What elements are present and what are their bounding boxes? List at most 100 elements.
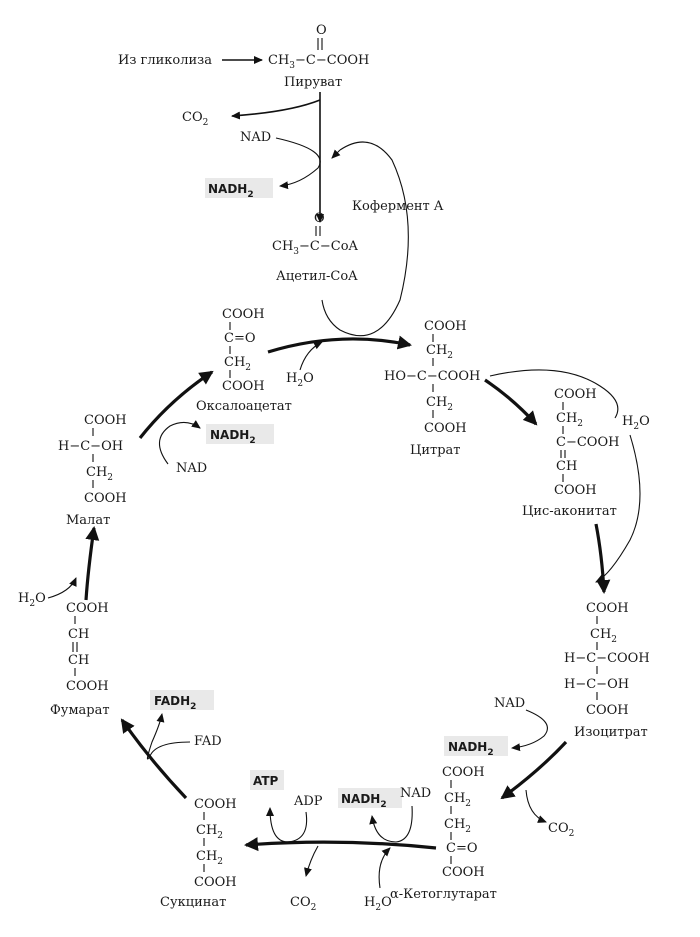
cis-aconitate-ch: CH <box>556 459 577 474</box>
citrate-group: COOH CH2 HO−C−COOH CH2 COOH Цитрат <box>384 319 480 458</box>
isocitrate-name: Изоцитрат <box>574 725 648 740</box>
isocitrate-bottom: COOH <box>586 703 629 718</box>
nadh-highlight-isocitrate <box>444 736 508 756</box>
nad-reduction-arrow-top <box>275 137 321 190</box>
ketoglutarate-keto: C=O <box>446 841 478 856</box>
co2-release-arrow-isocitrate <box>525 789 547 823</box>
ketoglutarate-group: COOH CH2 CH2 C=O COOH α-Кетоглутарат <box>390 765 497 902</box>
malate-line: H−C−OH <box>58 439 123 454</box>
fumarate-ch2: CH <box>68 653 89 668</box>
ketoglutarate-dehydrogenase-arrow <box>244 837 437 852</box>
acetyl-oxygen: O <box>314 211 325 226</box>
water-in-arrow-citrate <box>299 341 323 371</box>
succinate-dehydrogenase-arrow <box>120 718 188 800</box>
cis-aconitate-top: COOH <box>554 387 597 402</box>
nad-malate: NAD <box>176 461 207 476</box>
nad-ketoglutarate: NAD <box>400 786 431 801</box>
cis-aconitate-group: COOH CH2 C−COOH CH COOH Цис-аконитат <box>522 387 619 519</box>
nad-reduction-arrow-isocitrate <box>511 709 548 752</box>
malate-ch2: CH2 <box>86 465 113 483</box>
pyruvate-group: Из гликолиза O CH3−C−COOH Пируват <box>118 23 369 90</box>
cis-aconitate-ch2: CH2 <box>556 411 583 429</box>
acetyl-formula: CH3−C−CoA <box>272 239 359 257</box>
water-loop-out <box>489 369 619 419</box>
pyruvate-oxygen: O <box>316 23 327 38</box>
cis-aconitate-name: Цис-аконитат <box>522 504 617 519</box>
isocitrate-ch2: CH2 <box>590 627 617 645</box>
ketoglutarate-bottom: COOH <box>442 865 485 880</box>
co2-top: CO2 <box>182 110 208 128</box>
nadh-highlight-ketoglutarate <box>338 788 402 808</box>
cis-aconitate-middle: C−COOH <box>556 435 619 450</box>
water-aconitate: H2O <box>622 414 650 432</box>
pyruvate-name: Пируват <box>284 75 342 90</box>
nadh-top: NADH2 <box>208 182 254 200</box>
fumarate-top: COOH <box>66 601 109 616</box>
co2-ketoglutarate: CO2 <box>290 895 316 913</box>
water-loop-in <box>595 434 641 583</box>
acetyl-coa-name: Ацетил-CoA <box>276 269 358 284</box>
from-glycolysis-label: Из гликолиза <box>118 53 212 68</box>
malate-bottom: COOH <box>84 491 127 506</box>
water-citrate: H2O <box>286 371 314 389</box>
nadh-highlight-top <box>205 178 273 198</box>
ketoglutarate-ch2b: CH2 <box>444 817 471 835</box>
oxaloacetate-name: Оксалоацетат <box>196 399 292 414</box>
fad-label: FAD <box>194 734 222 749</box>
citrate-ch2: CH2 <box>426 343 453 361</box>
isocitrate-dehydrogenase-arrow <box>500 740 568 800</box>
nad-isocitrate: NAD <box>494 696 525 711</box>
malate-group: COOH H−C−OH CH2 COOH Малат <box>58 413 127 528</box>
fumarate-group: COOH CH CH COOH Фумарат <box>50 601 110 718</box>
succinate-bottom: COOH <box>194 875 237 890</box>
cis-aconitate-bottom: COOH <box>554 483 597 498</box>
fumarate-ch1: CH <box>68 627 89 642</box>
fadh-label: FADH2 <box>154 694 196 712</box>
fumarate-bottom: COOH <box>66 679 109 694</box>
citrate-top: COOH <box>424 319 467 334</box>
fadh-highlight <box>150 690 214 710</box>
oxaloacetate-line-2: C=O <box>224 331 256 346</box>
phosphorylation-arrow <box>266 807 308 843</box>
nadh-highlight-malate <box>206 424 274 444</box>
co2-release-arrow-top <box>231 99 321 120</box>
nadh-malate: NADH2 <box>210 428 256 446</box>
water-in-arrow-ketoglutarate <box>378 847 391 889</box>
nadh-ketoglutarate: NADH2 <box>341 792 387 810</box>
isocitrate-group: COOH CH2 H−C−COOH H−C−OH COOH Изоцитрат <box>564 601 650 740</box>
coenzyme-a-arrowhead <box>331 149 341 159</box>
malate-dehydrogenase-arrow <box>138 370 214 439</box>
ketoglutarate-ch2a: CH2 <box>444 791 471 809</box>
nadh-isocitrate: NADH2 <box>448 740 494 758</box>
succinate-top: COOH <box>194 797 237 812</box>
oxaloacetate-group: COOH C=O CH2 COOH Оксалоацетат <box>196 307 292 414</box>
malate-name: Малат <box>66 513 110 528</box>
water-ketoglutarate: H2O <box>364 895 392 913</box>
fad-reduction-arrow <box>146 713 191 760</box>
isocitrate-top: COOH <box>586 601 629 616</box>
acetyl-coa-group: O CH3−C−CoA Ацетил-CoA <box>272 211 359 284</box>
co2-release-arrow-ketoglutarate <box>304 845 319 877</box>
citrate-ch2b: CH2 <box>426 395 453 413</box>
oxaloacetate-line-3: CH2 <box>224 355 251 373</box>
atp-highlight <box>250 770 284 790</box>
coenzyme-a-loop <box>321 141 409 337</box>
citrate-synthase-arrow <box>267 335 412 354</box>
ketoglutarate-top: COOH <box>442 765 485 780</box>
atp-label: ATP <box>253 774 279 788</box>
oxaloacetate-line-1: COOH <box>222 307 265 322</box>
aconitase-arrow-2 <box>594 523 611 594</box>
citrate-bottom: COOH <box>424 421 467 436</box>
ketoglutarate-name: α-Кетоглутарат <box>390 887 497 902</box>
nad-reduction-arrow-malate <box>158 420 201 465</box>
adp-label: ADP <box>293 794 323 809</box>
succinate-ch2b: CH2 <box>196 849 223 867</box>
isocitrate-line2: H−C−OH <box>564 677 629 692</box>
aconitase-arrow-1 <box>484 378 538 426</box>
coenzyme-a-label: Кофермент A <box>352 199 444 214</box>
malate-top: COOH <box>84 413 127 428</box>
water-fumarate: H2O <box>18 591 46 609</box>
pyruvate-formula: CH3−C−COOH <box>268 53 369 71</box>
